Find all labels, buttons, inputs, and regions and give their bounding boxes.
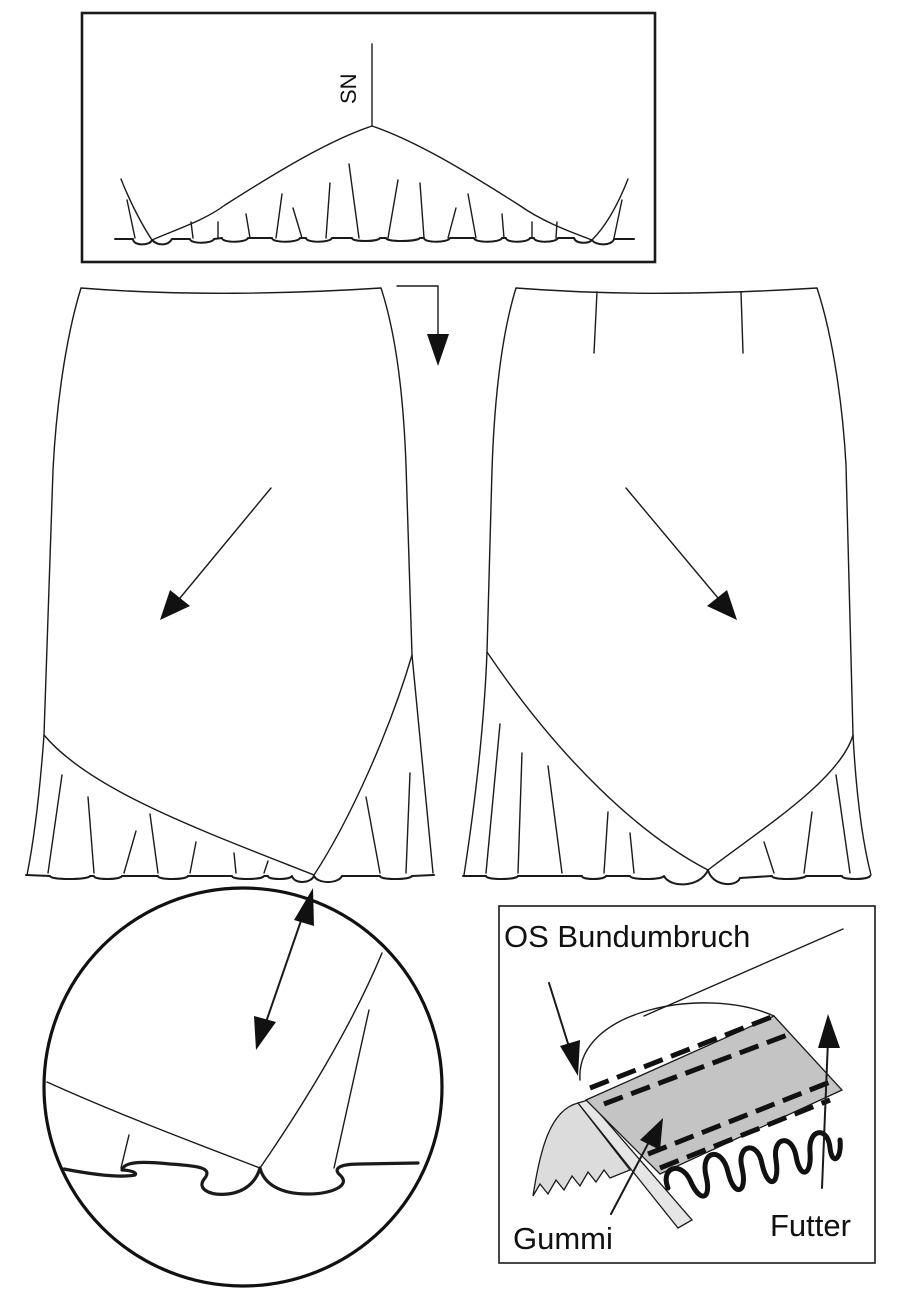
- stitch-line-2: [603, 1031, 791, 1107]
- magnifier-circle: [42, 886, 444, 1288]
- flounce-top-curve: [151, 125, 593, 241]
- os-bundumbruch-label: OS Bundumbruch: [504, 919, 750, 954]
- waistband-detail-box: OS Bundumbruch Gummi Futter: [498, 905, 876, 1264]
- right-flounce-seam-right: [707, 734, 854, 871]
- stitch-line-3: [647, 1079, 831, 1157]
- right-grain-arrow: [625, 487, 737, 620]
- bundumbruch-arrow: [548, 982, 580, 1076]
- right-dart-2: [740, 291, 744, 354]
- left-panel-outline: [26, 287, 434, 876]
- stitch-line-1: [589, 1013, 775, 1091]
- magnified-hem-detail: [42, 886, 444, 1288]
- zoom-fold-left: [120, 1134, 130, 1169]
- left-overlap-curve: [313, 654, 413, 876]
- right-skirt-panel: [462, 287, 872, 886]
- futter-arrow: [818, 1014, 840, 1189]
- right-flounce-seam-left: [486, 651, 709, 871]
- flounce-left-side: [120, 178, 153, 241]
- left-flounce-folds: [47, 772, 411, 874]
- left-flounce-seam: [43, 734, 315, 876]
- flounce-right-side: [591, 178, 629, 241]
- left-panel-hem: [25, 874, 435, 883]
- lining-coil: [663, 1130, 843, 1199]
- flounce-fold-lines: [126, 163, 623, 239]
- gummi-label: Gummi: [513, 1221, 613, 1256]
- zoom-hem-edge: [62, 1160, 420, 1196]
- zoom-seam-line: [46, 1081, 261, 1169]
- right-panel-outline: [463, 287, 872, 876]
- fold-arc: [579, 1002, 775, 1081]
- right-flounce-folds: [485, 723, 851, 874]
- right-panel-hem: [462, 869, 871, 886]
- zoom-fold-right: [333, 1009, 370, 1169]
- flounce-hem: [114, 237, 635, 246]
- flounce-detail-box: SN: [80, 11, 657, 264]
- stitch-line-4: [659, 1097, 831, 1171]
- futter-label: Futter: [770, 1208, 851, 1243]
- zoom-arrow: [254, 888, 314, 1050]
- waistband-strip: [576, 1099, 694, 1229]
- flounce-box-frame: [80, 11, 657, 264]
- left-grain-arrow: [160, 487, 272, 620]
- left-skirt-panel: [25, 287, 435, 883]
- transfer-arrow: [396, 285, 449, 366]
- label-pointer-line: [643, 928, 844, 1017]
- sn-label: SN: [336, 73, 361, 104]
- zoom-overlap-line: [259, 952, 383, 1169]
- gummi-arrow: [610, 1118, 663, 1215]
- right-dart-1: [593, 291, 598, 354]
